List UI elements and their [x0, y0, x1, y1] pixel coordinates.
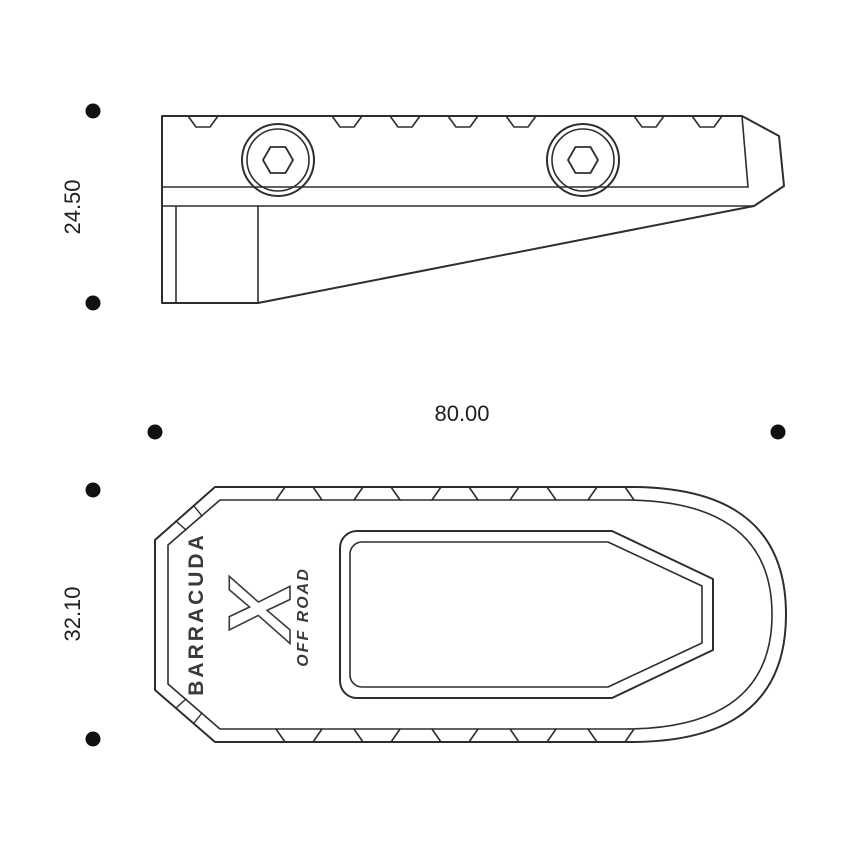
side-view-outline — [161, 115, 785, 304]
bolt-left-outer-circle — [241, 123, 315, 197]
dim-height-side-top-dot — [85, 103, 101, 119]
plan-view-bottom-cleats — [275, 728, 635, 743]
bolt-right-hex-socket-icon — [567, 146, 599, 174]
plan-view-slot-outer-outline — [339, 530, 714, 699]
bolt-left-hex-socket-icon — [262, 146, 294, 174]
side-view-height-dimension-label: 24.50 — [60, 179, 85, 234]
socket-bolt-right-icon — [546, 123, 620, 197]
plan-view-chamfer-cleats — [175, 505, 203, 724]
x-logo: X — [210, 575, 309, 644]
dim-height-plan-bottom-dot — [85, 731, 101, 747]
plan-view-slot-inner-outline — [349, 541, 703, 688]
dim-height-plan-top-dot — [85, 482, 101, 498]
plan-view-outer-outline — [154, 486, 787, 743]
socket-bolt-left-icon — [241, 123, 315, 197]
side-view-serration-notches — [187, 115, 723, 128]
dimension-markers — [85, 103, 786, 747]
dim-height-side-bottom-dot — [85, 295, 101, 311]
plan-view-top-cleats — [275, 486, 635, 501]
brand-wordmark: BARRACUDA — [185, 532, 208, 696]
plan-view-inner-outline — [167, 499, 773, 730]
model-wordmark: OFF ROAD — [295, 567, 312, 667]
plan-view-height-dimension-label: 32.10 — [60, 586, 85, 641]
plan-view-width-dimension-label: 80.00 — [434, 401, 489, 426]
side-view — [161, 115, 785, 304]
bolt-left-inner-circle — [246, 128, 310, 192]
side-view-nose-edge — [741, 115, 749, 188]
plan-view — [154, 486, 787, 743]
bolt-right-outer-circle — [546, 123, 620, 197]
dim-width-right-dot — [770, 424, 786, 440]
dim-width-left-dot — [147, 424, 163, 440]
bolt-right-inner-circle — [551, 128, 615, 192]
